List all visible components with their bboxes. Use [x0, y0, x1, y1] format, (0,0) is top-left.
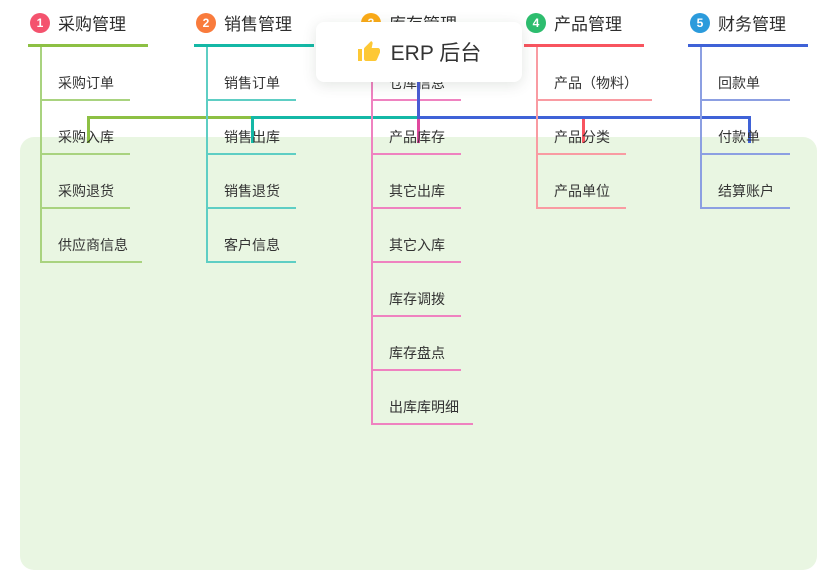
child-node[interactable]: 销售订单: [208, 47, 296, 101]
child-node[interactable]: 结算账户: [702, 155, 790, 209]
child-node[interactable]: 其它出库: [373, 155, 461, 209]
branch-children: 采购订单 采购入库 采购退货 供应商信息: [40, 47, 142, 263]
branch-procurement: 1 采购管理 采购订单 采购入库 采购退货 供应商信息: [28, 10, 148, 263]
branches-panel: [20, 137, 817, 570]
branch-children: 回款单 付款单 结算账户: [700, 47, 790, 209]
child-node[interactable]: 其它入库: [373, 209, 461, 263]
child-node[interactable]: 销售退货: [208, 155, 296, 209]
branch-children: 仓库信息 产品库存 其它出库 其它入库 库存调拨 库存盘点 出库库明细: [371, 47, 473, 425]
branch-sales: 2 销售管理 销售订单 销售出库 销售退货 客户信息: [194, 10, 314, 263]
child-node[interactable]: 产品单位: [538, 155, 626, 209]
branch-children: 销售订单 销售出库 销售退货 客户信息: [206, 47, 296, 263]
branch-number-badge: 5: [690, 12, 710, 33]
root-node-erp[interactable]: ERP 后台: [316, 22, 522, 82]
branch-children: 产品（物料） 产品分类 产品单位: [536, 47, 652, 209]
branch3-connector-drop: [417, 119, 420, 143]
child-node[interactable]: 采购退货: [42, 155, 130, 209]
child-node[interactable]: 采购订单: [42, 47, 130, 101]
child-node[interactable]: 客户信息: [208, 209, 296, 263]
branch-label: 产品管理: [554, 15, 622, 34]
child-node[interactable]: 产品（物料）: [538, 47, 652, 101]
root-node-label: ERP 后台: [390, 42, 482, 65]
branch-label: 采购管理: [58, 15, 126, 34]
child-node[interactable]: 产品库存: [373, 101, 461, 155]
branch2-connector-drop: [251, 116, 254, 143]
branch-number-badge: 2: [196, 12, 216, 33]
child-node[interactable]: 出库库明细: [373, 371, 473, 425]
branch-finance: 5 财务管理 回款单 付款单 结算账户: [688, 10, 808, 209]
branch-title-product[interactable]: 4 产品管理: [524, 10, 644, 47]
root-connector-stem: [417, 82, 420, 119]
branch-title-procurement[interactable]: 1 采购管理: [28, 10, 148, 47]
child-node[interactable]: 回款单: [702, 47, 790, 101]
branch5-connector-drop: [748, 116, 751, 143]
branch-label: 销售管理: [224, 15, 292, 34]
connector-bus-left-green: [87, 116, 253, 119]
thumbs-up-icon: [357, 40, 381, 64]
branch-product: 4 产品管理 产品（物料） 产品分类 产品单位: [524, 10, 652, 209]
child-node[interactable]: 付款单: [702, 101, 790, 155]
branch1-connector-drop: [87, 116, 90, 143]
child-node[interactable]: 库存盘点: [373, 317, 461, 371]
branch-title-finance[interactable]: 5 财务管理: [688, 10, 808, 47]
child-node[interactable]: 销售出库: [208, 101, 296, 155]
branch-number-badge: 4: [526, 12, 546, 33]
branch-title-sales[interactable]: 2 销售管理: [194, 10, 314, 47]
child-node[interactable]: 采购入库: [42, 101, 130, 155]
child-node[interactable]: 供应商信息: [42, 209, 142, 263]
connector-bus-right-blue: [418, 116, 751, 119]
branch4-connector-drop: [582, 116, 585, 143]
branch-label: 财务管理: [718, 15, 786, 34]
child-node[interactable]: 库存调拨: [373, 263, 461, 317]
branch-number-badge: 1: [30, 12, 50, 33]
child-node[interactable]: 产品分类: [538, 101, 626, 155]
connector-bus-left-teal: [251, 116, 419, 119]
